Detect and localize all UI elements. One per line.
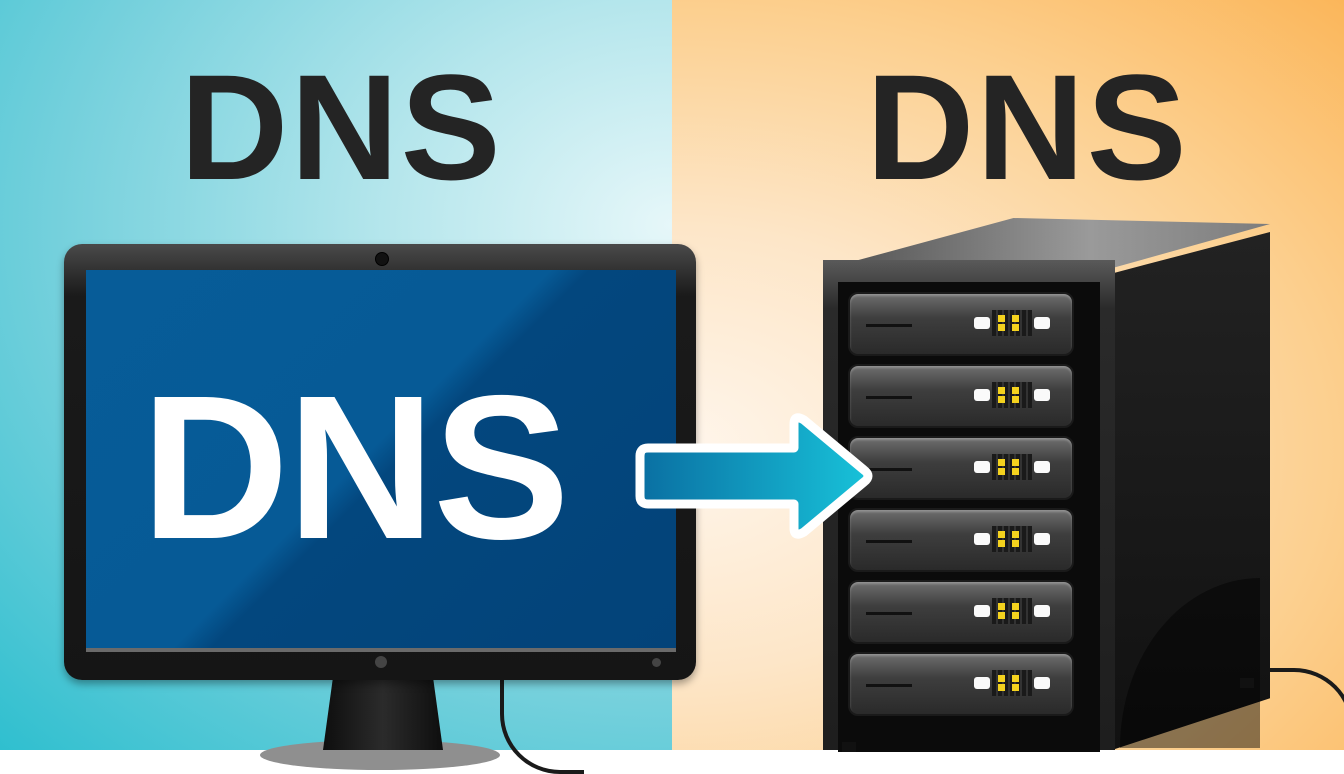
drive-slot: [866, 396, 912, 399]
server-drive: [848, 364, 1074, 428]
server-cable: [1270, 668, 1344, 772]
drive-slot: [866, 540, 912, 543]
server-drive: [848, 436, 1074, 500]
screen-text: DNS: [141, 353, 570, 582]
drive-status-lights-icon: [974, 598, 1050, 624]
title-left: DNS: [180, 43, 503, 211]
drive-slot: [866, 468, 912, 471]
server-drive: [848, 292, 1074, 356]
server-rack-icon: [820, 218, 1270, 752]
drive-status-lights-icon: [974, 670, 1050, 696]
arrow-right-icon: [635, 413, 873, 539]
drive-status-lights-icon: [974, 526, 1050, 552]
drive-slot: [866, 684, 912, 687]
drive-status-lights-icon: [974, 454, 1050, 480]
power-button-icon: [375, 656, 387, 668]
monitor-cable: [500, 680, 584, 774]
drive-status-lights-icon: [974, 382, 1050, 408]
drive-status-lights-icon: [974, 310, 1050, 336]
drive-slot: [866, 324, 912, 327]
server-drive: [848, 580, 1074, 644]
monitor-icon: DNS: [64, 244, 696, 680]
monitor-stand: [323, 680, 443, 750]
monitor-screen: DNS: [86, 270, 676, 652]
title-right: DNS: [866, 43, 1189, 211]
drive-slot: [866, 612, 912, 615]
indicator-light-icon: [652, 658, 661, 667]
server-front: [823, 260, 1115, 752]
server-foot: [1240, 678, 1254, 688]
server-foot: [842, 742, 856, 752]
webcam-icon: [375, 252, 389, 266]
server-drive: [848, 652, 1074, 716]
server-side: [1112, 232, 1270, 750]
server-drive: [848, 508, 1074, 572]
